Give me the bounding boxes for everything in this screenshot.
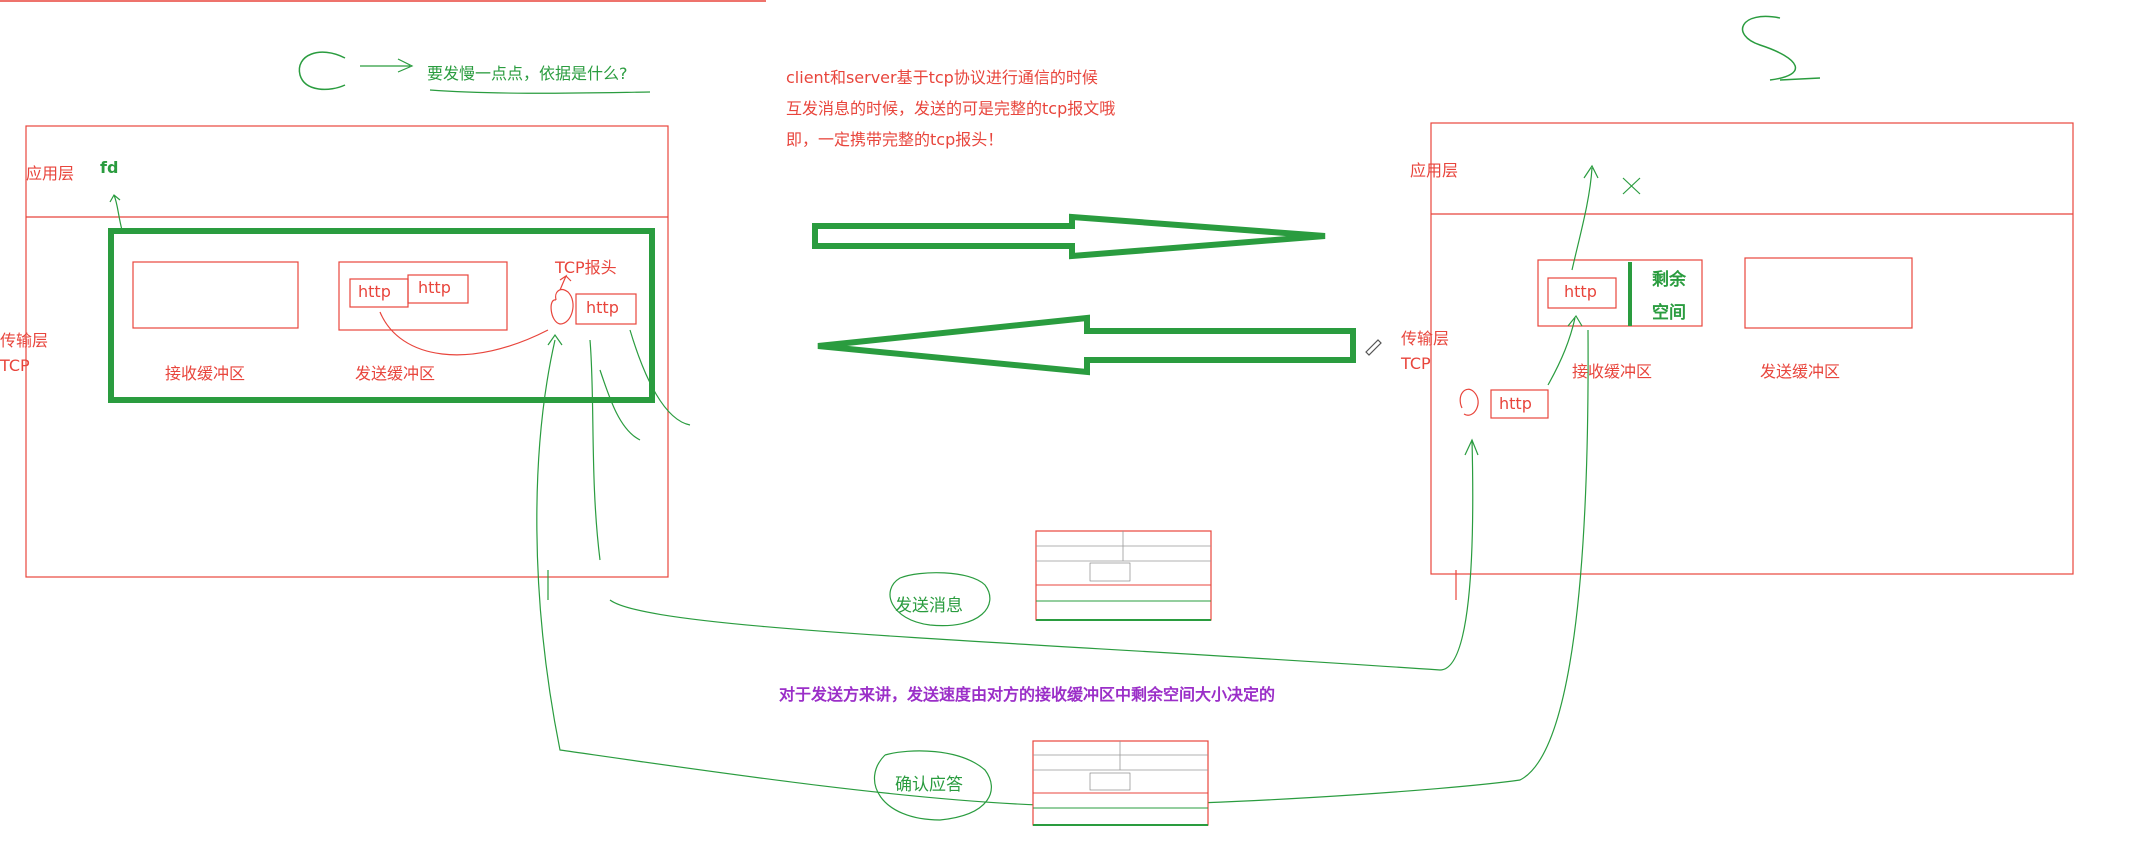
ack-label: 确认应答	[895, 775, 963, 795]
server-up-arrow	[1571, 164, 1599, 271]
server-transport-layer-label: 传输层	[1401, 329, 1450, 348]
client-fd-label: fd	[100, 158, 119, 177]
server-app-layer-label: 应用层	[1410, 161, 1459, 180]
client-c-arrow	[360, 58, 414, 73]
client-send-buffer-label: 发送缓冲区	[355, 364, 436, 383]
client-http-3: http	[586, 298, 619, 317]
client-fd-arrow	[109, 194, 123, 231]
pencil-icon	[1365, 339, 1382, 356]
note-line-1: client和server基于tcp协议进行通信的时候	[786, 68, 1098, 87]
client-recv-buffer-box	[132, 261, 299, 329]
question-underline	[429, 89, 651, 94]
client-out-strokes	[599, 329, 691, 441]
client-tcp-header-circle	[550, 288, 574, 325]
client-c-glyph	[298, 51, 346, 91]
client-http-2: http	[418, 278, 451, 297]
server-http-in-buffer-label: http	[1564, 282, 1597, 301]
client-recv-buffer-label: 接收缓冲区	[165, 364, 246, 383]
server-http-in-buffer	[1547, 277, 1617, 309]
server-recv-buffer-box	[1537, 259, 1703, 327]
server-send-buffer-box	[1744, 257, 1913, 329]
tcp-segment-thumbnail-ack	[1032, 740, 1209, 826]
client-http-packet-out	[575, 293, 637, 325]
server-http-incoming-label: http	[1499, 394, 1532, 413]
client-transport-layer-label: 传输层	[0, 331, 49, 350]
ack-circle	[874, 750, 992, 821]
send-message-stem	[589, 339, 601, 561]
server-header-circle	[1459, 388, 1479, 416]
arrow-client-to-server	[812, 213, 1326, 260]
note-line-3: 即，一定携带完整的tcp报头！	[786, 130, 1004, 149]
server-host	[1430, 122, 2074, 575]
server-s-glyph	[1741, 15, 1821, 81]
client-tcp-header-arrow	[559, 274, 572, 291]
client-http-1: http	[358, 282, 391, 301]
client-host-box	[25, 125, 669, 578]
send-message-curve	[609, 439, 1474, 671]
client-send-curve	[379, 311, 549, 356]
client-host	[25, 125, 691, 578]
client-tcp-header-label: TCP报头	[555, 258, 617, 277]
server-send-buffer-label: 发送缓冲区	[1760, 362, 1841, 381]
server-incoming-arrow	[1547, 314, 1583, 386]
server-cross-mark	[1622, 177, 1641, 195]
client-http-packet-2	[407, 274, 469, 304]
client-tcp-label: TCP	[0, 356, 30, 375]
client-send-buffer-box	[338, 261, 508, 331]
send-message-circle	[889, 572, 991, 627]
server-remaining-space-line-2: 空间	[1652, 303, 1686, 323]
send-message-label: 发送消息	[895, 596, 963, 616]
tcp-segment-thumbnail-send	[1035, 530, 1212, 621]
client-question: 要发慢一点点，依据是什么?	[427, 64, 628, 83]
ack-arrowhead	[547, 333, 563, 346]
server-http-incoming	[1490, 389, 1549, 419]
client-app-layer-label: 应用层	[26, 164, 75, 183]
arrow-server-to-client	[817, 314, 1356, 376]
server-recv-buffer-label: 接收缓冲区	[1572, 362, 1653, 381]
client-transport-highlight	[108, 228, 655, 403]
server-host-box	[1430, 122, 2074, 575]
conclusion-text: 对于发送方来讲，发送速度由对方的接收缓冲区中剩余空间大小决定的	[779, 685, 1276, 704]
server-tcp-label: TCP	[1401, 354, 1431, 373]
server-remaining-space-line-1: 剩余	[1652, 270, 1686, 290]
send-message-arrowhead	[1464, 438, 1479, 456]
note-line-2: 互发消息的时候，发送的可是完整的tcp报文哦	[786, 99, 1116, 118]
